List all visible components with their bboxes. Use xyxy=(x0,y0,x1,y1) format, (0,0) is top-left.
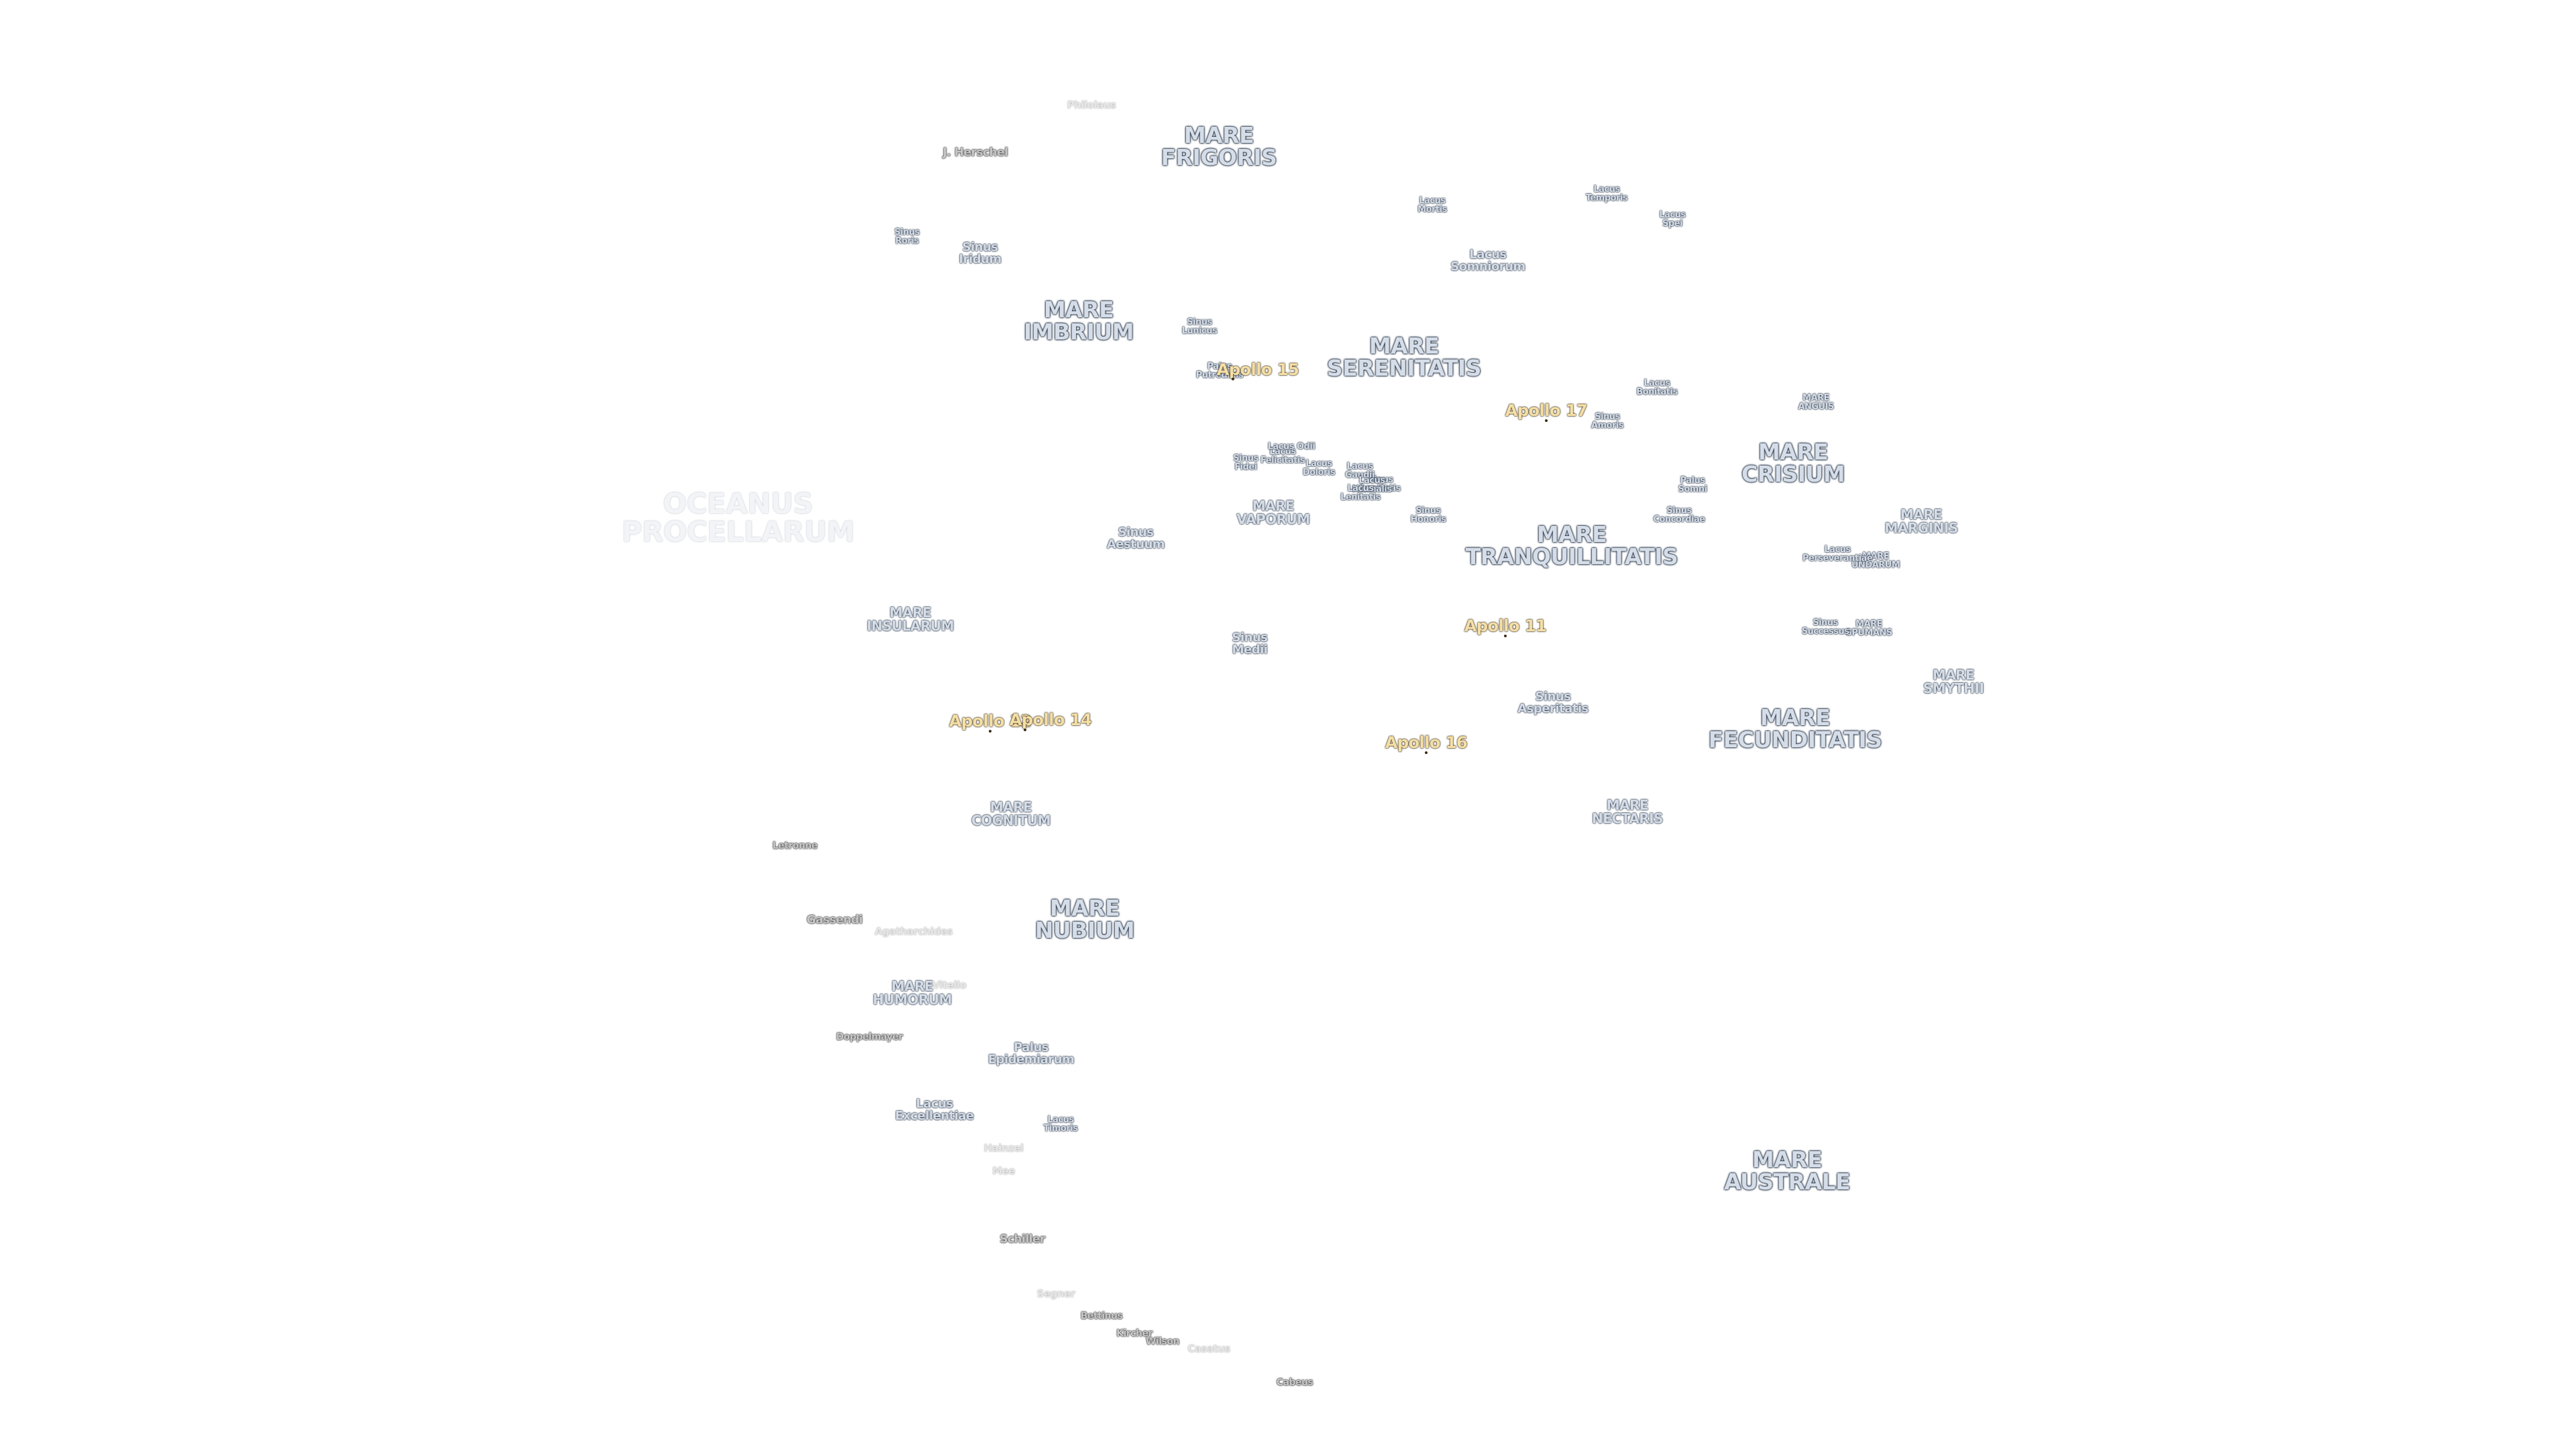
mee-label: Mee xyxy=(992,1165,1015,1177)
j-herschel-label: J. Herschel xyxy=(943,146,1009,160)
cabeus-label: Cabeus xyxy=(1276,1377,1313,1388)
mare-undarum-label: MARE UNDARUM xyxy=(1851,551,1900,570)
apollo-15-label[interactable]: Apollo 15 xyxy=(1216,360,1299,379)
sinus-aestuum-label: Sinus Aestuum xyxy=(1106,525,1165,551)
lacus-excellentiae-label: Lacus Excellentiae xyxy=(895,1097,974,1123)
apollo-15-marker[interactable] xyxy=(1232,378,1234,380)
mare-imbrium-label: MARE IMBRIUM xyxy=(1023,297,1134,345)
lacus-temporis-label: Lacus Temporis xyxy=(1585,184,1628,203)
lacus-perseverantiae-label: Lacus Perseverantiae xyxy=(1802,545,1873,564)
lacus-spei-label: Lacus Spei xyxy=(1659,210,1686,229)
mare-marginis-label: MARE MARGINIS xyxy=(1884,506,1958,536)
palus-somni-label: Palus Somni xyxy=(1678,476,1707,494)
palus-putredinis-label: Palus Putredinis xyxy=(1195,362,1244,380)
sinus-successus-label: Sinus Successus xyxy=(1801,618,1849,637)
apollo-16-marker[interactable] xyxy=(1425,751,1428,754)
mare-australe-label: MARE AUSTRALE xyxy=(1723,1146,1851,1195)
apollo-17-label[interactable]: Apollo 17 xyxy=(1505,401,1588,420)
sinus-lenitatis-label: Sinus Lenitatis xyxy=(1360,475,1401,494)
apollo-11-marker[interactable] xyxy=(1504,635,1507,637)
mare-anguis-label: MARE ANGUIS xyxy=(1798,393,1834,412)
gassendi-label: Gassendi xyxy=(806,913,863,927)
lacus-doloris-label: Lacus Doloris xyxy=(1302,459,1336,478)
apollo-12-marker[interactable] xyxy=(989,730,991,733)
mare-vaporum-label: MARE VAPORUM xyxy=(1236,498,1310,527)
apollo-12-label[interactable]: Apollo 12 xyxy=(949,712,1032,731)
sinus-concordiae-label: Sinus Concordiae xyxy=(1653,506,1705,525)
lacus-somniorum-label: Lacus Somniorum xyxy=(1450,248,1525,274)
lacus-odii-label: Lacus Odii xyxy=(1267,441,1316,452)
mare-fecunditatis-label: MARE FECUNDITATIS xyxy=(1708,704,1882,753)
mare-nubium-label: MARE NUBIUM xyxy=(1034,895,1135,943)
apollo-11-label[interactable]: Apollo 11 xyxy=(1464,616,1547,635)
mare-cognitum-label: MARE COGNITUM xyxy=(971,799,1051,828)
lacus-bonitatis-label: Lacus Bonitatis xyxy=(1636,378,1678,397)
sinus-asperitatis-label: Sinus Asperitatis xyxy=(1517,690,1589,716)
lacus-mortis-label: Lacus Mortis xyxy=(1417,196,1447,215)
sinus-amoris-label: Sinus Amoris xyxy=(1591,412,1624,431)
sinus-medii-label: Sinus Medii xyxy=(1232,631,1268,657)
oceanus-procellarum-label: OCEANUS PROCELLARUM xyxy=(621,487,855,548)
mare-spumans-label: MARE SPUMANS xyxy=(1845,619,1892,638)
mare-smythii-label: MARE SMYTHII xyxy=(1923,667,1984,696)
wilson-label: Wilson xyxy=(1146,1336,1179,1347)
lacus-lenitatis-label: Lacus Lenitatis xyxy=(1340,484,1381,502)
apollo-14-marker[interactable] xyxy=(1024,729,1026,731)
sinus-roris-label: Sinus Roris xyxy=(894,227,920,246)
mare-nectaris-label: MARE NECTARIS xyxy=(1592,797,1663,826)
vitello-label: Vitello xyxy=(932,979,967,991)
palus-epidemiarum-label: Palus Epidemiarum xyxy=(987,1040,1075,1067)
kircher-label: Kircher xyxy=(1116,1328,1152,1339)
letronne-label: Letronne xyxy=(772,841,818,851)
mare-frigoris-label: MARE FRIGORIS xyxy=(1161,122,1277,170)
mare-crisium-label: MARE CRISIUM xyxy=(1741,439,1845,487)
sinus-iridum-label: Sinus Iridum xyxy=(959,240,1002,266)
schiller-label: Schiller xyxy=(1000,1232,1045,1246)
apollo-17-marker[interactable] xyxy=(1545,419,1548,422)
lacus-hiemalis-label: Lacus Hiemalis xyxy=(1352,476,1392,494)
lacus-timoris-label: Lacus Timoris xyxy=(1043,1115,1078,1134)
segner-label: Segner xyxy=(1036,1287,1075,1300)
agatharchides-label: Agatharchides xyxy=(875,925,953,938)
mare-tranquillitatis-label: MARE TRANQUILLITATIS xyxy=(1465,521,1678,570)
bettinus-label: Bettinus xyxy=(1080,1311,1123,1322)
sinus-lunicus-label: Sinus Lunicus xyxy=(1181,317,1218,336)
lacus-felicitatis-label: Lacus Felicitatis xyxy=(1260,447,1305,466)
philolaus-label: Philolaus xyxy=(1067,99,1116,111)
apollo-14-label[interactable]: Apollo 14 xyxy=(1009,710,1092,729)
sinus-honoris-label: Sinus Honoris xyxy=(1410,506,1446,525)
hainzel-label: Hainzel xyxy=(983,1142,1024,1155)
sinus-fidei-label: Sinus Fidei xyxy=(1233,453,1258,472)
casatus-label: Casatus xyxy=(1187,1342,1230,1355)
lacus-gaudii-label: Lacus Gaudii xyxy=(1345,462,1375,480)
apollo-16-label[interactable]: Apollo 16 xyxy=(1385,733,1468,752)
mare-humorum-label: MARE HUMORUM xyxy=(873,978,952,1008)
mare-insularum-label: MARE INSULARUM xyxy=(866,604,955,634)
mare-serenitatis-label: MARE SERENITATIS xyxy=(1326,333,1482,381)
doppelmayer-label: Doppelmayer xyxy=(836,1032,903,1042)
